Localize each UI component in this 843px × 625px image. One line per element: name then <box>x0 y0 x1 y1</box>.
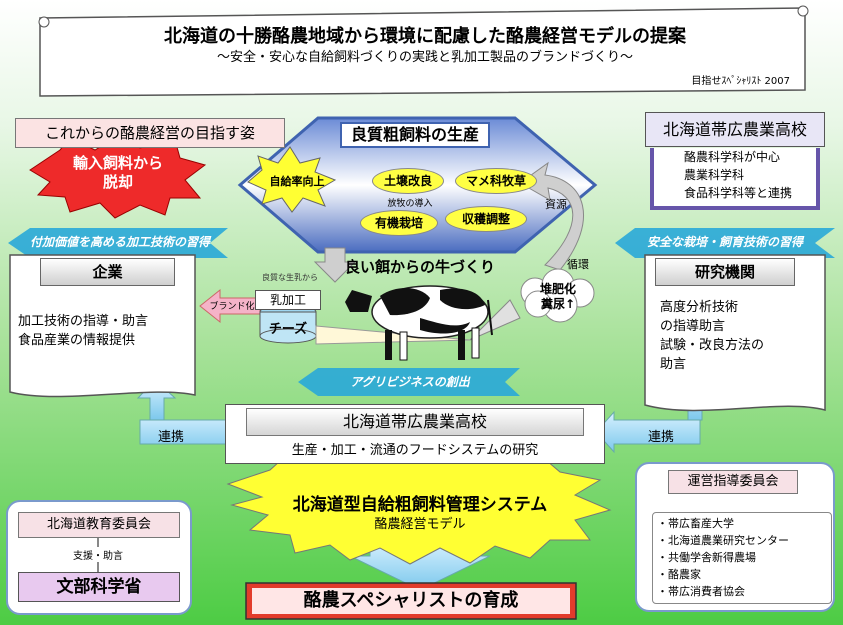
banner-right: 安全な栽培・飼育技術の習得 <box>646 235 803 249</box>
forage-item-legume: マメ科牧草 <box>455 168 537 194</box>
dept-item: 農業科学科 <box>684 168 745 182</box>
link-left: 連携 <box>158 430 185 445</box>
forage-item-organic: 有機栽培 <box>360 210 438 236</box>
edu-board: 北海道教育委員会 <box>18 512 180 538</box>
company-line: 加工技術の指導・助言 <box>18 314 149 329</box>
link-right: 連携 <box>648 430 675 445</box>
import-burst-label: 輸入飼料から 脱却 <box>58 154 178 192</box>
compost-cloud <box>520 268 595 323</box>
cattle-label: 良い餌からの牛づくり <box>345 258 496 276</box>
company-title: 企業 <box>40 258 175 286</box>
school-center-title: 北海道帯広農業高校 <box>246 408 584 436</box>
cheese-label: チーズ <box>268 322 308 337</box>
compost-line-2: 糞尿↑ <box>540 297 576 311</box>
self-burst-label: 自給率向上 <box>269 175 325 188</box>
resource-label: 資源 <box>545 198 567 211</box>
forage-item-soil: 土壌改良 <box>372 168 444 194</box>
compost-label: 堆肥化 糞尿↑ <box>528 282 588 312</box>
self-burst-shape <box>247 146 337 213</box>
forage-note: 放牧の導入 <box>387 199 433 209</box>
edu-ministry: 文部科学省 <box>18 572 180 602</box>
banner-right-shape <box>615 228 835 258</box>
banner-left: 付加価値を高める加工技術の習得 <box>29 235 210 249</box>
research-doc-shape <box>644 254 826 412</box>
system-sub: 酪農経営モデル <box>374 517 466 532</box>
milk-note: 良質な生乳から <box>262 273 318 282</box>
school-top-depts: 酪農科学科が中心 農業科学科 食品科学科等と連携 <box>650 148 820 210</box>
committee-member: ・帯広畜産大学 <box>657 517 734 530</box>
system-title: 北海道型自給粗飼料管理システム <box>292 495 548 515</box>
company-text: 加工技術の指導・助言 食品産業の情報提供 <box>18 312 193 350</box>
import-burst-line-1: 輸入飼料から <box>72 154 163 172</box>
subtitle: ～安全・安心な自給飼料づくりの実践と乳加工製品のブランドづくり～ <box>216 50 633 65</box>
main-title: 北海道の十勝酪農地域から環境に配慮した酪農経営モデルの提案 <box>164 26 686 47</box>
research-text: 高度分析技術 の指導助言 試験・改良方法の 助言 <box>660 298 820 374</box>
title-scroll <box>39 7 806 97</box>
school-center-box: 北海道帯広農業高校 生産・加工・流通のフードシステムの研究 <box>225 404 605 464</box>
dairy-proc-label: 乳加工 <box>255 290 321 310</box>
research-line: 助言 <box>660 357 687 372</box>
resource-arrow <box>519 161 584 271</box>
arrow-right-horizontal <box>595 410 701 454</box>
import-burst-line-2: 脱却 <box>102 173 133 191</box>
down-arrow-cattle <box>313 247 357 283</box>
school-top-title: 北海道帯広農業高校 <box>645 112 825 147</box>
bottom-label: 酪農スペシャリストの育成 <box>303 590 519 611</box>
cycle-label: 循環 <box>567 258 589 271</box>
research-line: の指導助言 <box>660 319 726 334</box>
banner-center: アグリビジネスの創出 <box>350 375 470 389</box>
dept-item: 酪農科学科が中心 <box>684 150 781 164</box>
committee-member: ・共働学舎新得農場 <box>657 551 756 564</box>
credit-text: 目指せｽﾍﾟｼｬﾘｽﾄ 2007 <box>691 76 790 87</box>
research-title: 研究機関 <box>655 258 795 286</box>
cheese-pointer <box>315 325 471 345</box>
company-doc-shape <box>9 254 196 398</box>
goal-box: これからの酪農経営の目指す姿 <box>15 118 285 148</box>
committee-title: 運営指導委員会 <box>668 470 798 494</box>
research-line: 高度分析技術 <box>660 300 739 315</box>
edu-support: 支援・助言 <box>58 547 138 562</box>
compost-line-1: 堆肥化 <box>539 282 576 296</box>
banner-center-shape <box>298 368 520 396</box>
brand-label: ブランド化 <box>209 302 255 312</box>
committee-member: ・帯広消費者協会 <box>657 585 745 598</box>
committee-member: ・酪農家 <box>657 568 701 581</box>
dept-item: 食品科学科等と連携 <box>684 186 793 200</box>
company-line: 食品産業の情報提供 <box>18 333 136 348</box>
research-line: 試験・改良方法の <box>660 338 765 353</box>
forage-item-harvest: 収穫調整 <box>445 206 527 232</box>
banner-left-shape <box>8 228 228 258</box>
committee-members: ・帯広畜産大学 ・北海道農業研究センター ・共働学舎新得農場 ・酪農家 ・帯広消… <box>652 512 832 604</box>
committee-member: ・北海道農業研究センター <box>657 534 789 547</box>
school-center-sub: 生産・加工・流通のフードシステムの研究 <box>291 443 539 458</box>
cow-illustration <box>345 285 493 361</box>
forage-title: 良質粗飼料の生産 <box>340 122 490 148</box>
